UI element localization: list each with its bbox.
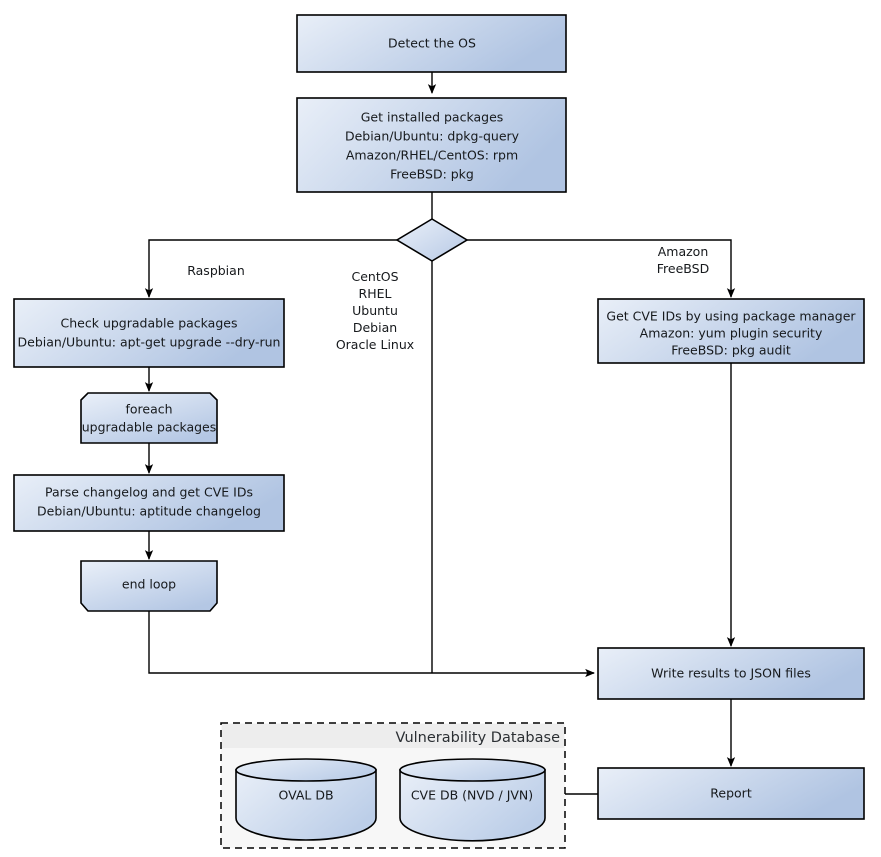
vulnerability-database-title: Vulnerability Database [396,730,561,746]
edge-decision-right [467,239,736,298]
get-cve-ids-line-2: Amazon: yum plugin security [640,326,823,341]
edge-label-right-2: FreeBSD [657,261,709,276]
decision-diamond[interactable] [395,218,469,262]
node-foreach-loop[interactable]: foreach upgradable packages [80,392,218,444]
node-parse-changelog[interactable]: Parse changelog and get CVE IDs Debian/U… [13,474,285,532]
edge-label-raspbian: Raspbian [187,263,245,278]
node-write-results[interactable]: Write results to JSON files [597,647,865,700]
node-oval-db[interactable]: OVAL DB [235,758,377,841]
edge-label-middle-4: Debian [353,320,397,335]
oval-db-body[interactable] [235,769,377,841]
node-end-loop[interactable]: end loop [80,560,218,612]
node-detect-os[interactable]: Detect the OS [296,14,567,73]
check-upgradable-line-1: Check upgradable packages [61,316,238,331]
parse-changelog-box[interactable] [13,474,285,532]
edge-label-middle-3: Ubuntu [352,303,398,318]
detect-os-box[interactable] [296,14,567,73]
check-upgradable-line-2: Debian/Ubuntu: apt-get upgrade --dry-run [18,335,281,350]
node-os-decision[interactable] [395,218,469,262]
edge-label-right-1: Amazon [658,244,709,259]
get-cve-ids-line-3: FreeBSD: pkg audit [671,343,791,358]
foreach-loop-line-1: foreach [125,402,172,417]
vulnerability-database-title-bar [222,724,564,748]
edge-endloop-to-write [148,611,595,678]
get-installed-packages-line-2: Debian/Ubuntu: dpkg-query [345,129,520,144]
parse-changelog-line-1: Parse changelog and get CVE IDs [45,485,253,500]
cve-db-label: CVE DB (NVD / JVN) [411,788,533,803]
report-box[interactable] [597,767,865,820]
edge-label-middle-2: RHEL [359,286,392,301]
report-label: Report [710,786,752,801]
end-loop-shape[interactable] [80,560,218,612]
edge-decision-left [144,239,397,298]
get-installed-packages-box[interactable] [296,97,567,193]
node-get-cve-ids[interactable]: Get CVE IDs by using package manager Ama… [597,298,865,364]
oval-db-label: OVAL DB [278,788,333,803]
cve-db-top [399,758,546,782]
node-get-installed-packages[interactable]: Get installed packages Debian/Ubuntu: dp… [296,97,567,193]
write-results-box[interactable] [597,647,865,700]
edge-label-middle-branch: CentOS RHEL Ubuntu Debian Oracle Linux [336,269,414,352]
edge-label-middle-1: CentOS [351,269,398,284]
get-cve-ids-box[interactable] [597,298,865,364]
node-report[interactable]: Report [597,767,865,820]
cve-db-body[interactable] [399,769,546,842]
get-installed-packages-line-4: FreeBSD: pkg [390,167,474,182]
node-cve-db[interactable]: CVE DB (NVD / JVN) [399,758,546,842]
node-check-upgradable[interactable]: Check upgradable packages Debian/Ubuntu:… [13,298,285,368]
parse-changelog-line-2: Debian/Ubuntu: aptitude changelog [37,504,261,519]
foreach-loop-line-2: upgradable packages [82,420,217,435]
oval-db-top [235,758,377,782]
group-vulnerability-database: Vulnerability Database OVAL DB CVE DB (N… [220,722,566,849]
edge-label-right-branch: Amazon FreeBSD [657,244,709,276]
write-results-label: Write results to JSON files [651,666,811,681]
get-cve-ids-line-1: Get CVE IDs by using package manager [606,309,856,324]
detect-os-label: Detect the OS [388,36,476,51]
check-upgradable-box[interactable] [13,298,285,368]
end-loop-label: end loop [122,577,176,592]
edge-label-middle-5: Oracle Linux [336,337,414,352]
foreach-loop-shape[interactable] [80,392,218,444]
get-installed-packages-line-3: Amazon/RHEL/CentOS: rpm [346,148,518,163]
get-installed-packages-line-1: Get installed packages [361,110,504,125]
